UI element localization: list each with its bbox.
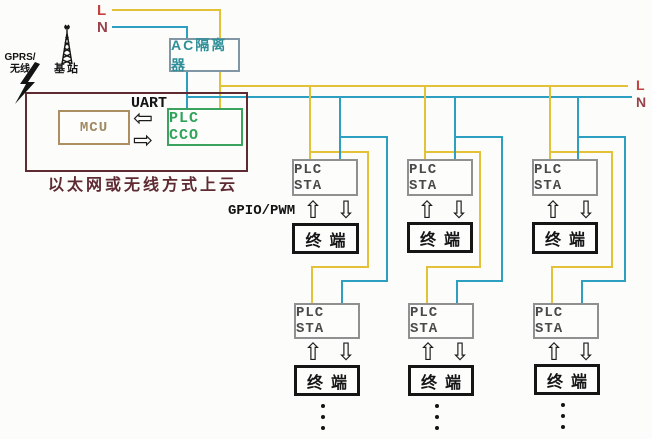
terminal-label: 终端 [420, 374, 469, 392]
ellipsis-dot [435, 415, 439, 419]
live-label-right: L [636, 77, 645, 93]
terminal-box: 终端 [407, 222, 473, 253]
plc-sta-label: PLC STA [294, 161, 323, 194]
up-arrow-icon: ⇧ [544, 338, 565, 366]
plc-sta-box: PLC STA [294, 303, 360, 339]
gateway-box [25, 92, 248, 172]
up-arrow-icon: ⇧ [303, 338, 324, 366]
live-wire [310, 151, 369, 303]
gprs-label-line1: GPRS/ [4, 52, 36, 63]
plc-sta-box: PLC STA [408, 303, 474, 339]
column-1-wiring [309, 86, 388, 303]
plc-sta-box: PLC STA [292, 159, 358, 196]
terminal-label: 终端 [546, 373, 595, 391]
terminal-box: 终端 [534, 364, 600, 395]
down-arrow-icon: ⇩ [450, 338, 471, 366]
terminal-box: 终端 [294, 365, 360, 396]
down-arrow-icon: ⇩ [336, 196, 357, 224]
uart-label: UART [131, 95, 168, 112]
lightning-icon [15, 62, 40, 104]
ellipsis-dot [321, 415, 325, 419]
up-arrow-icon: ⇧ [543, 196, 564, 224]
ellipsis-dot [321, 404, 325, 408]
up-arrow-icon: ⇧ [418, 338, 439, 366]
neutral-label-right: N [636, 94, 647, 110]
ac-isolator-label: AC隔离器 [171, 37, 228, 73]
base-station-label: 基站 [54, 63, 80, 75]
down-arrow-icon: ⇩ [576, 338, 597, 366]
antenna-icon [61, 24, 73, 65]
plc-sta-box: PLC STA [407, 159, 473, 196]
gpio-pwm-label: GPIO/PWM [228, 203, 296, 219]
uart-right-arrow-icon: ⇨ [133, 126, 154, 154]
up-arrow-icon: ⇧ [303, 196, 324, 224]
terminal-box: 终端 [292, 223, 359, 254]
plc-sta-label: PLC STA [534, 161, 563, 194]
live-label-top: L [97, 2, 107, 19]
cloud-caption: 以太网或无线方式上云 [48, 177, 239, 194]
column-3-wiring [549, 86, 626, 303]
plc-sta-label: PLC STA [409, 161, 438, 194]
plc-sta-box: PLC STA [533, 303, 599, 339]
neutral-wire [340, 136, 388, 303]
live-wire [112, 9, 221, 110]
terminal-label: 终端 [544, 232, 593, 249]
ac-isolator-box: AC隔离器 [169, 37, 240, 73]
down-arrow-icon: ⇩ [576, 196, 597, 224]
terminal-box: 终端 [532, 222, 598, 254]
down-arrow-icon: ⇩ [336, 338, 357, 366]
mcu-label: MCU [79, 119, 109, 136]
up-arrow-icon: ⇧ [417, 196, 438, 224]
uart-left-arrow-icon: ⇦ [133, 104, 154, 132]
live-wire [550, 151, 613, 303]
plc-cco-label: PLC CCO [169, 110, 200, 144]
column-2-wiring [424, 86, 503, 303]
neutral-wire [455, 136, 503, 303]
ellipsis-dot [435, 426, 439, 430]
plc-sta-label: PLC STA [296, 305, 325, 337]
ellipsis-dot [561, 414, 565, 418]
plc-sta-label: PLC STA [535, 305, 564, 337]
neutral-label-top: N [97, 19, 108, 36]
neutral-wire [578, 136, 626, 303]
neutral-wire [112, 26, 188, 110]
terminal-label: 终端 [306, 374, 355, 392]
terminal-label: 终端 [305, 232, 354, 250]
gprs-label-line2: 无线 [10, 63, 30, 75]
plc-cco-box: PLC CCO [167, 108, 243, 146]
live-wire [425, 151, 481, 303]
terminal-label: 终端 [419, 231, 468, 249]
plc-sta-box: PLC STA [532, 159, 598, 196]
ellipsis-dot [561, 425, 565, 429]
mcu-box: MCU [58, 110, 130, 145]
ellipsis-dot [435, 404, 439, 408]
down-arrow-icon: ⇩ [449, 196, 470, 224]
ellipsis-dot [561, 403, 565, 407]
terminal-box: 终端 [408, 365, 474, 396]
ellipsis-dot [321, 426, 325, 430]
plc-sta-label: PLC STA [410, 305, 439, 337]
gprs-label: GPRS/ 无线 [1, 52, 39, 75]
